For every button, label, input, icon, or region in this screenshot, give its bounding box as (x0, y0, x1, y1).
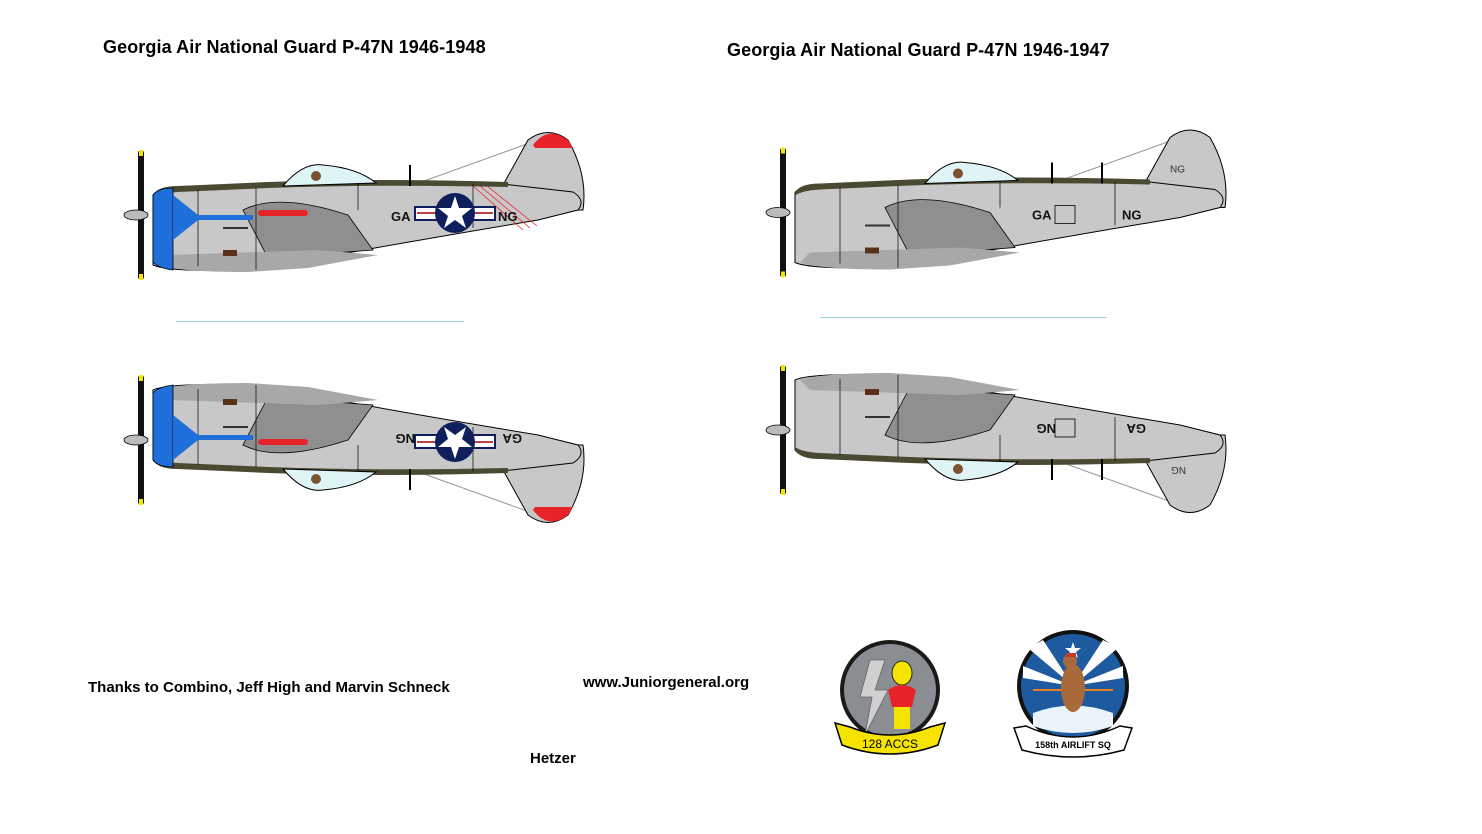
svg-text:NG: NG (1170, 165, 1185, 176)
badge-128-accs: 128 ACCS (833, 640, 947, 755)
svg-text:GA: GA (391, 209, 411, 224)
right-sheet-title: Georgia Air National Guard P-47N 1946-19… (727, 40, 1110, 60)
aircraft-profile-right-lower: NG GA NG (765, 364, 1227, 514)
author-credit: Hetzer (530, 750, 576, 767)
svg-text:NG: NG (396, 431, 416, 446)
left-sheet-title: Georgia Air National Guard P-47N 1946-19… (103, 37, 486, 57)
badge-158th-label: 158th AIRLIFT SQ (1035, 740, 1111, 750)
svg-text:GA: GA (1032, 208, 1052, 223)
aircraft-profile-left-upper: GA NG (123, 131, 585, 281)
svg-text:NG: NG (498, 209, 518, 224)
svg-text:GA: GA (1126, 421, 1146, 436)
thanks-credit: Thanks to Combino, Jeff High and Marvin … (88, 679, 450, 696)
svg-text:NG: NG (1122, 208, 1142, 223)
badge-158th-airlift-sq: 158th AIRLIFT SQ (1012, 630, 1134, 758)
badge-128-accs-label: 128 ACCS (862, 737, 918, 751)
aircraft-profile-right-upper: GA NG NG (765, 129, 1227, 278)
right-divider (820, 317, 1107, 318)
svg-text:NG: NG (1037, 421, 1057, 436)
svg-text:NG: NG (1171, 464, 1186, 475)
aircraft-profile-left-lower: NG GA (123, 374, 585, 524)
left-divider (176, 321, 464, 322)
svg-text:GA: GA (502, 431, 522, 446)
website-link[interactable]: www.Juniorgeneral.org (583, 674, 750, 691)
